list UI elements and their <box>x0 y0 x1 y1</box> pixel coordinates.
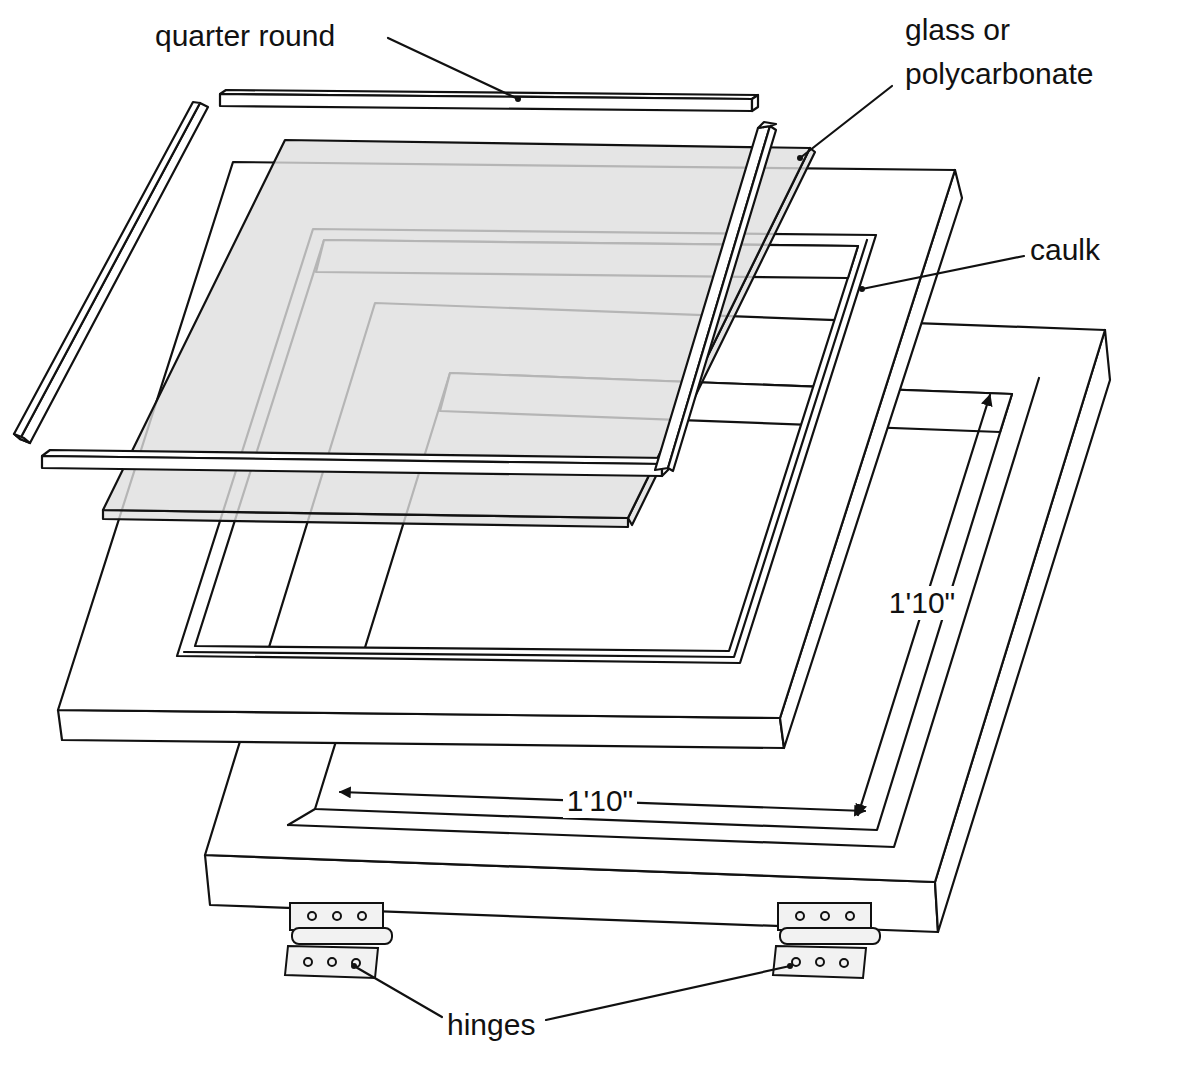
quarter-round-strips <box>14 90 776 476</box>
dimension-lines <box>340 395 990 815</box>
hinge-left <box>285 903 392 978</box>
dimension-label: 1'10" <box>563 784 637 818</box>
part-label: quarter round <box>155 14 335 58</box>
part-label: glass or polycarbonate <box>905 8 1145 96</box>
hinge-right <box>773 903 880 978</box>
part-label: hinges <box>447 1003 535 1047</box>
leader-lines <box>351 38 1024 1020</box>
dimension-label: 1'10" <box>885 586 959 620</box>
part-label: caulk <box>1030 228 1100 272</box>
